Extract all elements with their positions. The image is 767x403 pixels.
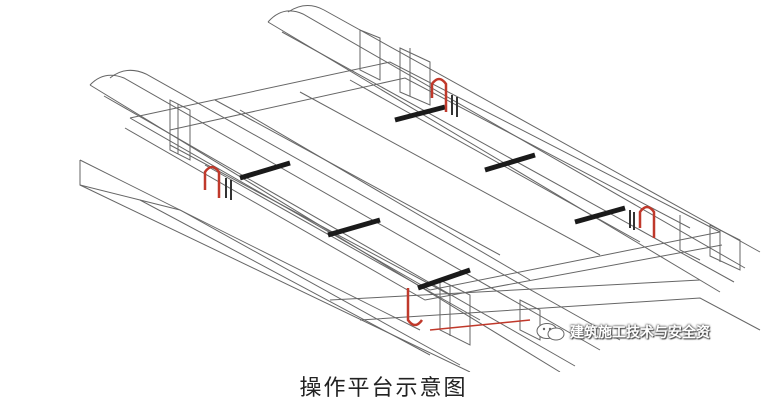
- clamp-5: [484, 152, 536, 173]
- channel-beam-top: [359, 29, 431, 106]
- channel-beam-left: [169, 99, 191, 161]
- watermark-text: 建筑施工技术与安全资: [570, 325, 710, 341]
- rebar-line-bottom: [429, 319, 531, 331]
- bottom-plate: [79, 159, 761, 372]
- rebar-hook-4: [406, 288, 424, 327]
- clamp-6: [574, 205, 626, 225]
- clamp-1: [239, 160, 291, 181]
- rebar-hook-1: [203, 165, 221, 198]
- platform-frame: [124, 61, 723, 321]
- platform-diagram: [79, 5, 761, 372]
- wechat-icon: [536, 323, 565, 341]
- watermark: 建筑施工技术与安全资: [536, 322, 710, 342]
- clamp-2: [327, 217, 381, 238]
- clamp-4: [394, 104, 446, 123]
- figure-caption: 操作平台示意图: [299, 376, 468, 401]
- rebar-hook-2: [430, 77, 448, 112]
- back-rail-pipe: [267, 5, 761, 293]
- clamp-3: [417, 267, 471, 291]
- rebar-hook-3: [638, 205, 656, 238]
- channel-beam-right: [679, 215, 741, 271]
